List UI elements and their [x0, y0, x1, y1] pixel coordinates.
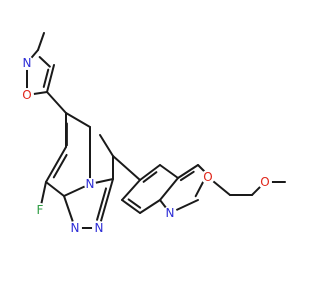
atom-label-n-triazole-1: N	[68, 221, 82, 235]
double-bond-q8-q7	[127, 198, 142, 209]
bond-q6-q5	[139, 164, 161, 181]
double-bond-c3-c4	[38, 56, 51, 68]
bond-q8-q7	[121, 199, 141, 214]
bond-lines	[26, 32, 286, 229]
atom-label-n-triazole-2: N	[92, 221, 106, 235]
bond-q5-q4a	[159, 164, 179, 179]
atom-label-o-ether-2: O	[258, 175, 272, 189]
bond-q4a-q4	[177, 164, 199, 179]
atom-label-fluorine: F	[33, 203, 47, 217]
bond-ch-q6	[112, 155, 141, 181]
atom-label-n-quinoline: N	[163, 206, 177, 220]
atom-text-n-triazole-1: N	[71, 221, 80, 235]
atom-text-n-bridgehead: N	[86, 177, 95, 191]
bond-q7-q6	[121, 179, 141, 201]
bond-c6-c5r	[65, 112, 91, 128]
bond-me1-c3	[37, 32, 45, 51]
bond-c8-c8a	[45, 181, 65, 197]
double-bond-c5-c4	[42, 68, 50, 88]
atom-labels: N O F N N N N O	[20, 56, 272, 235]
bond-q8a-q8	[139, 199, 161, 214]
double-bond-c7-c8	[52, 153, 68, 179]
atom-text-o-isoxazole: O	[22, 88, 31, 102]
atom-text-n-quinoline: N	[166, 206, 175, 220]
atom-label-o-isoxazole: O	[20, 88, 34, 102]
atom-label-n-bridgehead: N	[84, 177, 96, 191]
bond-c7-c8	[45, 146, 67, 183]
atom-text-o-ether-1: O	[203, 170, 212, 184]
double-bond-q5-q6	[142, 171, 158, 183]
double-bond-q3-q2	[194, 180, 205, 198]
bond-q8a-q4a	[159, 177, 179, 201]
bond-c5-c4	[46, 64, 55, 93]
bond-c5-c6	[46, 91, 67, 114]
molecule-structure: N O F N N N N O	[20, 32, 286, 235]
atom-text-n-triazole-2: N	[95, 221, 104, 235]
atom-label-o-ether-1: O	[201, 170, 215, 184]
bond-c3t-n2t	[98, 178, 114, 229]
double-bond-c3t-n2t	[96, 187, 108, 221]
atom-text-fluorine: F	[37, 203, 44, 217]
atom-text-o-ether-2: O	[260, 175, 269, 189]
atom-label-n-isoxazole: N	[20, 56, 34, 70]
bond-ch-me2	[99, 134, 114, 157]
double-bond-q4a-q4	[179, 170, 195, 182]
atom-text-n-isoxazole: N	[23, 56, 32, 70]
